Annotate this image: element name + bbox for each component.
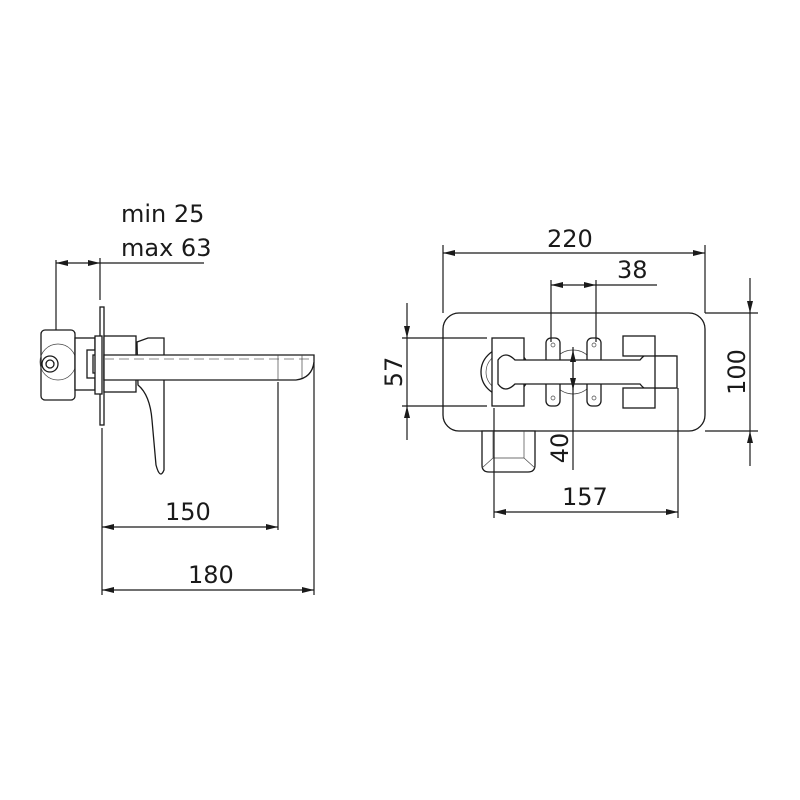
dimension-overall-projection: 180 [102,561,314,593]
dimension-plate-height: 100 [705,278,758,466]
dimension-valve-span: 157 [493,388,679,518]
valve-body [39,329,103,401]
label-150: 150 [165,498,211,526]
dimension-bracket-spacing: 38 [550,256,657,342]
side-view: min 25 max 63 1 [39,200,315,595]
right-handle-cap [622,335,656,357]
dimension-wall-depth: min 25 max 63 [55,200,211,370]
dimension-body-height: 57 [380,303,487,440]
label-40: 40 [546,433,574,464]
front-view: 220 38 57 100 [380,225,758,518]
label-57: 57 [380,357,408,388]
label-38: 38 [617,256,648,284]
label-min: min 25 [121,200,204,228]
dimension-center-offset: 40 [546,347,576,470]
right-handle-cap-bottom [622,387,656,409]
escutcheon [94,335,103,395]
label-157: 157 [562,483,608,511]
label-180: 180 [188,561,234,589]
spout-outlet [481,430,536,473]
mounting-brackets [545,337,602,407]
dimension-plate-width: 220 [442,225,706,313]
label-220: 220 [547,225,593,253]
label-100: 100 [723,349,751,395]
label-max: max 63 [121,234,211,262]
dimension-spout-projection: 150 [102,498,278,530]
